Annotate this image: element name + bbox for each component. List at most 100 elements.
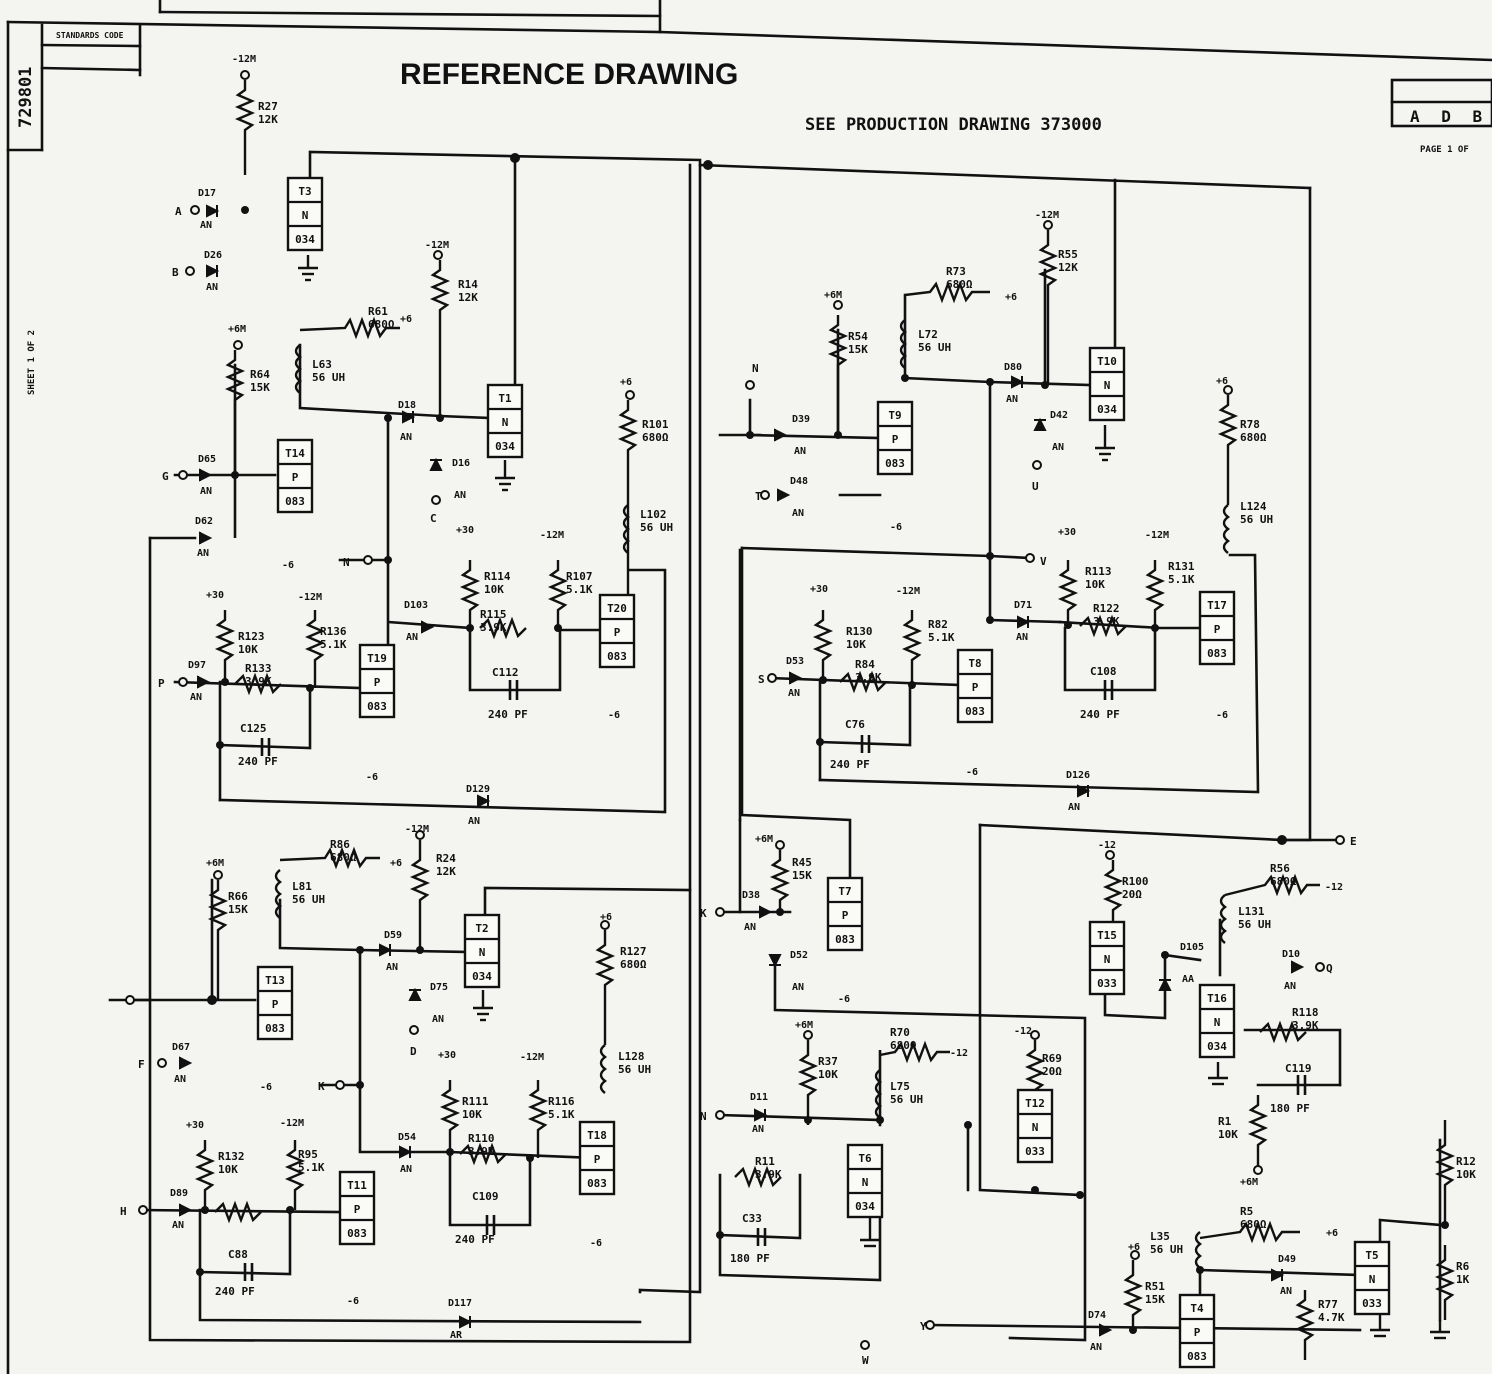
supply-rail-label: -12 bbox=[1098, 840, 1116, 851]
transistor-ref: T16 bbox=[1207, 992, 1227, 1005]
resistor-ref: R70 bbox=[890, 1026, 910, 1039]
resistor-ref: R113 bbox=[1085, 565, 1112, 578]
diode-ref: D105 bbox=[1180, 942, 1204, 953]
resistor-ref: R27 bbox=[258, 100, 278, 113]
transistor-type: P bbox=[972, 681, 979, 694]
transistor-ref: T8 bbox=[968, 657, 981, 670]
diode-type: AN bbox=[432, 1014, 444, 1025]
io-label-d: D bbox=[410, 1045, 417, 1058]
resistor-value: 1K bbox=[1456, 1273, 1470, 1286]
resistor-value: 5.1K bbox=[566, 583, 593, 596]
io-label-e: E bbox=[1350, 835, 1357, 848]
diode-type: AN bbox=[454, 490, 466, 501]
sheet-number: SHEET 1 OF 2 bbox=[27, 330, 37, 395]
resistor-ref: R14 bbox=[458, 278, 478, 291]
resistor-ref: R6 bbox=[1456, 1260, 1470, 1273]
transistor-ref: T15 bbox=[1097, 929, 1117, 942]
transistor-code: 083 bbox=[285, 495, 305, 508]
transistor-ref: T4 bbox=[1190, 1302, 1204, 1315]
resistor-value: 3.9K bbox=[245, 675, 272, 688]
diode-type: AN bbox=[1284, 981, 1296, 992]
resistor-value: 5.1K bbox=[320, 638, 347, 651]
supply-rail-label: +6 bbox=[1005, 292, 1017, 303]
transistor-code: 033 bbox=[1025, 1145, 1045, 1158]
diode-type: AN bbox=[200, 220, 212, 231]
resistor-value: 10K bbox=[846, 638, 866, 651]
resistor-value: 10K bbox=[1218, 1128, 1238, 1141]
transistor-code: 034 bbox=[855, 1200, 875, 1213]
resistor-ref: R66 bbox=[228, 890, 248, 903]
resistor-value: 5.1K bbox=[548, 1108, 575, 1121]
resistor-value: 5.1K bbox=[928, 631, 955, 644]
resistor-ref: R5 bbox=[1240, 1205, 1253, 1218]
resistor-ref: R45 bbox=[792, 856, 812, 869]
supply-rail-label: -12M bbox=[232, 54, 256, 65]
diode-type: AN bbox=[1068, 802, 1080, 813]
resistor-ref: R101 bbox=[642, 418, 669, 431]
io-label-q: Q bbox=[1326, 962, 1333, 975]
diode-type: AN bbox=[406, 632, 418, 643]
diode-type: AN bbox=[400, 432, 412, 443]
diode-type: AN bbox=[792, 982, 804, 993]
inductor-ref: L81 bbox=[292, 880, 312, 893]
transistor-type: N bbox=[1214, 1016, 1221, 1029]
drawing-number: 729801 bbox=[16, 67, 36, 128]
resistor-ref: R82 bbox=[928, 618, 948, 631]
transistor-code: 083 bbox=[265, 1022, 285, 1035]
diode-ref: D75 bbox=[430, 982, 448, 993]
resistor-value: 15K bbox=[228, 903, 248, 916]
io-label-u: U bbox=[1032, 480, 1039, 493]
supply-rail-label: +30 bbox=[206, 590, 224, 601]
transistor-type: N bbox=[302, 209, 309, 222]
transistor-type: P bbox=[594, 1153, 601, 1166]
supply-rail-label: -12M bbox=[1035, 210, 1059, 221]
diode-type: AN bbox=[1016, 632, 1028, 643]
diode-ref: D52 bbox=[790, 950, 808, 961]
inductor-value: 56 UH bbox=[312, 371, 345, 384]
transistor-ref: T9 bbox=[888, 409, 901, 422]
diode-type: AN bbox=[788, 688, 800, 699]
transistor-ref: T20 bbox=[607, 602, 627, 615]
transistor-type: P bbox=[374, 676, 381, 689]
resistor-ref: R116 bbox=[548, 1095, 575, 1108]
resistor-ref: R11 bbox=[755, 1155, 775, 1168]
transistor-type: N bbox=[502, 416, 509, 429]
transistor-type: N bbox=[1369, 1273, 1376, 1286]
resistor-value: 680Ω bbox=[946, 278, 973, 291]
transistor-type: P bbox=[272, 998, 279, 1011]
resistor-value: 680Ω bbox=[368, 318, 395, 331]
diode-ref: D67 bbox=[172, 1042, 190, 1053]
diode-ref: D59 bbox=[384, 930, 402, 941]
diode-type: AN bbox=[197, 548, 209, 559]
inductor-ref: L72 bbox=[918, 328, 938, 341]
supply-rail-label: -6 bbox=[347, 1296, 359, 1307]
io-label-a: A bbox=[175, 205, 182, 218]
